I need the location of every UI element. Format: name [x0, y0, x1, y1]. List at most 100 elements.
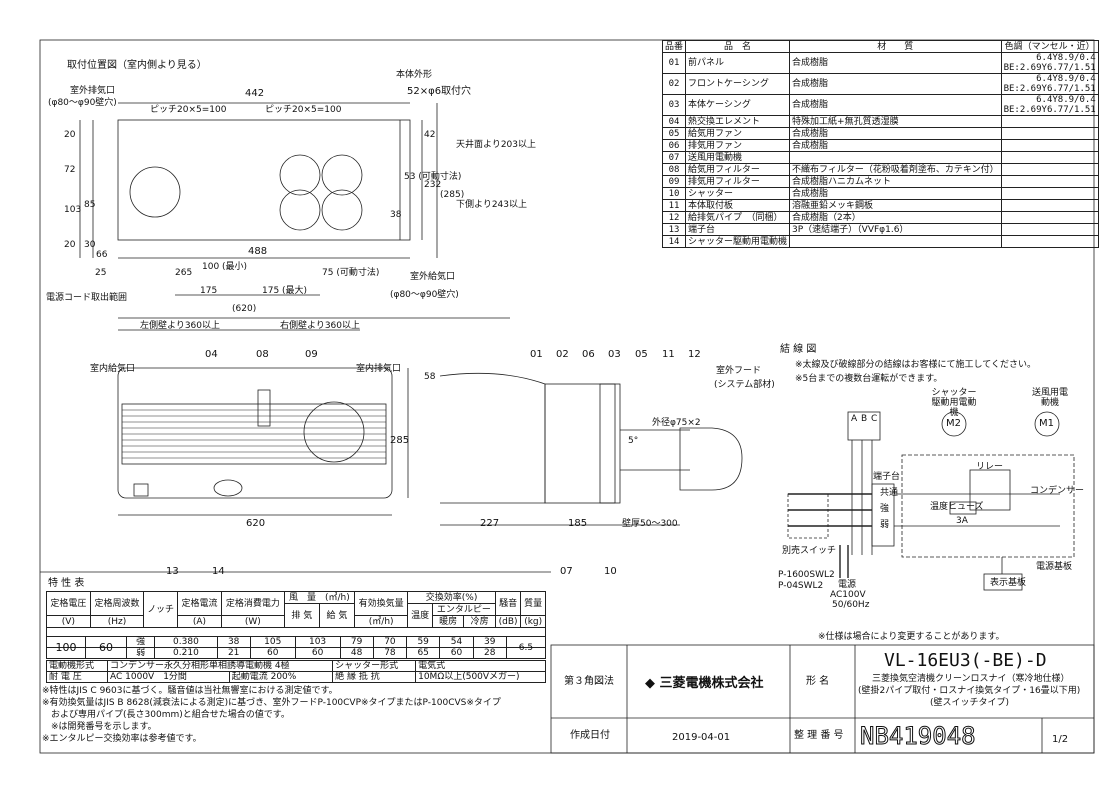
part-no: 12	[661, 211, 687, 224]
part-no: 03	[661, 94, 687, 116]
part-material: 合成樹脂	[789, 52, 1002, 74]
part-color	[1000, 139, 1099, 152]
dim-620: (620)	[232, 304, 257, 314]
spec-u-a: (A)	[177, 615, 222, 628]
callout-02: 02	[556, 349, 569, 360]
spec-ex-weak: 60	[249, 647, 296, 659]
motor-type: コンデンサー永久分相形単相誘導電動機 4極	[106, 660, 334, 672]
callout-01: 01	[530, 349, 543, 360]
spec-db-weak: 28	[472, 647, 507, 659]
dim-v72: 72	[64, 165, 76, 175]
callout-08: 08	[256, 349, 269, 360]
insulation-label: 絶 縁 抵 抗	[332, 671, 417, 683]
wiring-note-1: ※太線及び破線部分の結線はお客様にて施工してください。	[795, 360, 1037, 370]
spec-u-m3h: (㎥/h)	[353, 615, 409, 628]
part-no: 11	[661, 199, 687, 212]
parts-h-color: 色調（マンセル・近）	[1000, 40, 1099, 53]
spec-h-airflow: 風 量 (㎥/h)	[283, 591, 355, 604]
spec-notch-weak: 弱	[125, 647, 156, 659]
date-label: 作成日付	[570, 730, 610, 741]
relay-label: リレー	[976, 462, 1004, 472]
dim-v103: 103	[64, 205, 82, 215]
part-no: 06	[661, 139, 687, 152]
spec-h-efficiency: 交換効率(%)	[407, 591, 496, 604]
spec-h-freq: 定格周波数	[89, 591, 145, 616]
spec-h-volt: 定格電圧	[46, 591, 91, 616]
part-name: 熱交換エレメント	[685, 115, 791, 128]
exhaust-outlet-label: 室外排気口	[70, 86, 116, 96]
part-material: 不織布フィルター（花粉吸着剤塗布、カテキン付）	[789, 163, 1002, 176]
part-no: 01	[661, 52, 687, 74]
switch-label: 別売スイッチ	[782, 546, 837, 556]
dim-100-min: 100 (最小)	[202, 262, 248, 272]
hood-label: 室外フード	[716, 366, 762, 376]
part-color	[1000, 235, 1099, 248]
dim-265: 265	[175, 268, 193, 278]
motor-m2: M2	[946, 418, 961, 429]
part-name: シャッター	[685, 187, 791, 200]
date-value: 2019-04-01	[672, 732, 731, 743]
shutter-type: 電気式	[415, 660, 546, 672]
power-board: 電源基板	[1036, 562, 1073, 572]
callout-04: 04	[205, 349, 218, 360]
part-color-2: BE:2.69Y6.77/1.51	[1003, 105, 1096, 115]
part-name: 給気用ファン	[685, 127, 791, 140]
part-material: 合成樹脂	[789, 73, 1002, 95]
part-material: 合成樹脂（2本）	[789, 211, 1002, 224]
shutter-type-label: シャッター形式	[332, 660, 417, 672]
spec-freq: 60	[85, 636, 127, 659]
page-number: 1/2	[1052, 734, 1069, 745]
model-label: 形 名	[806, 676, 830, 687]
part-name: 前パネル	[685, 52, 791, 74]
supply-outlet-label: 室外給気口	[410, 272, 456, 282]
motor-type-label: 電動機形式	[46, 660, 108, 672]
spec-weight: 6.5	[505, 636, 547, 659]
part-material: 特殊加工紙+無孔質透湿膜	[789, 115, 1002, 128]
dim-v232: 232	[424, 180, 442, 190]
callout-13: 13	[166, 566, 179, 577]
part-color-1: 6.4Y8.9/0.4	[1036, 95, 1096, 105]
part-material: 合成樹脂	[789, 127, 1002, 140]
spec-db-strong: 39	[472, 636, 507, 648]
model-desc-1: 三菱換気空清機クリーンロスナイ（寒冷地仕様）	[872, 674, 1070, 684]
dim-58: 58	[424, 372, 436, 382]
spec-note-1: ※特性はJIS C 9603に基づく。騒音値は当社無響室における測定値です。	[42, 686, 338, 696]
part-name: シャッター駆動用電動機	[685, 235, 791, 248]
spec-title: 特 性 表	[48, 578, 85, 589]
spec-note-2: ※有効換気量はJIS B 8628(減衰法による測定)に基づき、室外フードP-1…	[42, 698, 501, 708]
ref-number: NB419048	[860, 722, 977, 751]
spec-eff-weak: 48	[339, 647, 374, 659]
dim-v85: 85	[84, 200, 96, 210]
wiring-title: 結 線 図	[780, 344, 817, 355]
spec-temp-weak: 78	[372, 647, 408, 659]
wire-c: C	[871, 414, 878, 424]
front-body	[117, 367, 393, 499]
dim-v38: 38	[390, 210, 402, 220]
exhaust-outlet-size: (φ80～φ90壁穴)	[48, 98, 117, 108]
part-name: 本体取付板	[685, 199, 791, 212]
dim-v20b: 20	[64, 240, 76, 250]
spec-u-exhaust: 排 気	[283, 603, 320, 628]
dim-175-a: 175	[200, 286, 218, 296]
shutter-motor-label: シャッター駆動用電動機	[931, 388, 977, 418]
part-material: 合成樹脂ハニカムネット	[789, 175, 1002, 188]
start-current-label: 起動電流	[231, 672, 268, 682]
term-strong: 強	[880, 504, 890, 514]
dim-25: 25	[95, 268, 107, 278]
wire-a: A	[851, 414, 858, 424]
part-name: 給気用フィルター	[685, 163, 791, 176]
spec-u-kg: (kg)	[520, 615, 546, 628]
part-material	[789, 235, 1002, 248]
dim-v20: 20	[64, 130, 76, 140]
part-color	[1000, 163, 1099, 176]
spec-u-db: (dB)	[494, 615, 522, 628]
callout-06: 06	[582, 349, 595, 360]
spec-ex-strong: 105	[249, 636, 296, 648]
dim-v53: 53 (可動寸法)	[404, 172, 462, 182]
